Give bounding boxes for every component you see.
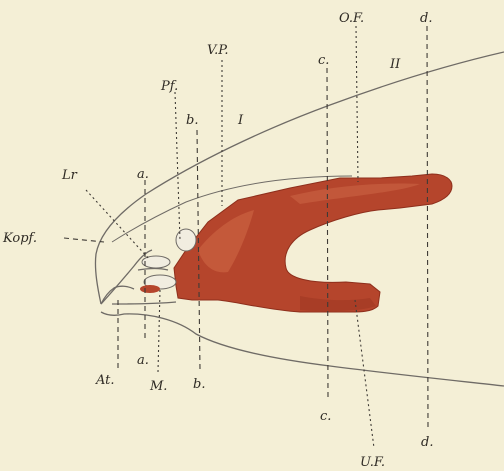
label-pf: Pf. xyxy=(160,79,178,94)
label-a-top: a. xyxy=(137,167,149,182)
label-lr: Lr xyxy=(61,168,78,183)
section-line-c xyxy=(327,68,328,398)
lip-line xyxy=(138,269,168,271)
label-vp: V.P. xyxy=(207,43,229,58)
leader-line-of xyxy=(356,26,358,182)
section-line-d xyxy=(427,26,428,428)
label-d-top: d. xyxy=(420,11,432,26)
label-b-top: b. xyxy=(186,113,198,128)
label-b-bottom: b. xyxy=(193,377,205,392)
label-a-bottom: a. xyxy=(137,353,149,368)
leader-line-kopf xyxy=(64,238,104,242)
upper-cartilage xyxy=(142,256,170,268)
label-d-bottom: d. xyxy=(421,435,433,450)
muscle-small-patch xyxy=(140,285,160,293)
leader-line-m xyxy=(158,290,160,372)
label-kopf: Kopf. xyxy=(2,231,37,246)
leader-line-pf xyxy=(175,92,180,240)
label-of: O.F. xyxy=(339,11,364,26)
label-c-bottom: c. xyxy=(320,409,331,424)
leader-line-uf xyxy=(355,300,374,448)
label-roman-i: I xyxy=(237,113,244,128)
pf-cartilage xyxy=(176,229,196,251)
label-at: At. xyxy=(95,373,115,388)
label-m: M. xyxy=(149,379,167,394)
head-outline-lower xyxy=(101,312,504,386)
mouth-line xyxy=(112,302,176,304)
label-uf: U.F. xyxy=(360,455,385,470)
label-c-top: c. xyxy=(318,53,329,68)
label-roman-ii: II xyxy=(389,57,401,72)
